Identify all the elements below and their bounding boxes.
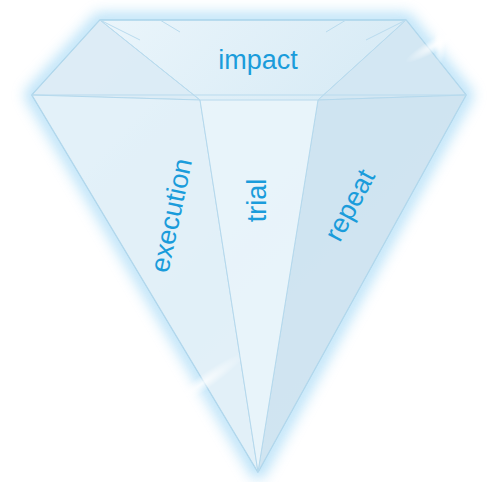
facet-line	[100, 20, 140, 40]
diamond-facet	[200, 100, 318, 472]
diamond-glow	[32, 20, 466, 472]
diamond-facet	[32, 20, 200, 100]
facet-label: impact	[218, 47, 298, 74]
facet-line	[318, 20, 406, 100]
facet-line	[32, 95, 466, 96]
facet-line	[100, 20, 200, 100]
facet-line	[160, 20, 180, 32]
sparkle	[402, 16, 478, 68]
facet-label: trial	[244, 178, 271, 222]
sparkle	[434, 20, 446, 64]
diamond-facet	[318, 20, 466, 100]
sparkle	[150, 347, 249, 423]
facet-line	[366, 20, 406, 40]
diamond-body	[32, 20, 466, 472]
facet-line	[326, 20, 346, 32]
